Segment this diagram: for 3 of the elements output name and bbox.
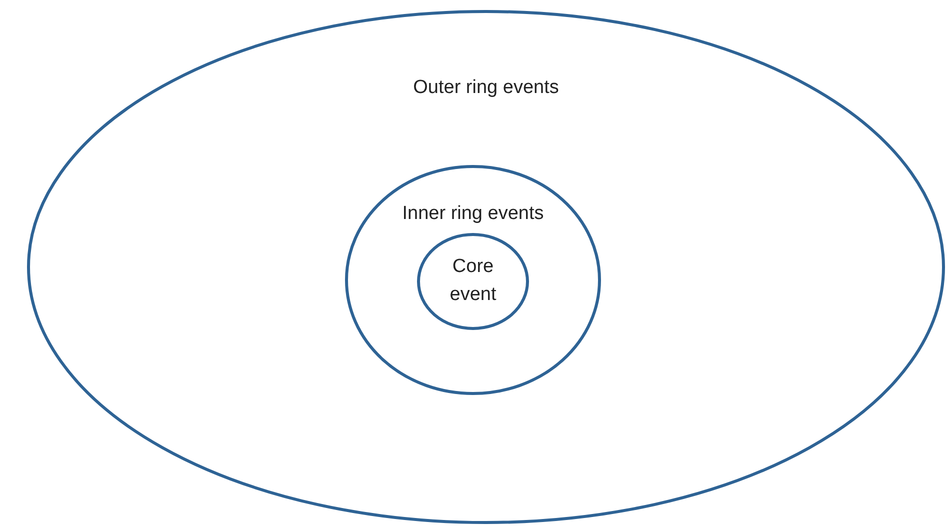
ring-label: Core event: [448, 255, 498, 307]
ring-label: Outer ring events: [412, 76, 560, 100]
ring-label: Inner ring events: [401, 202, 545, 226]
